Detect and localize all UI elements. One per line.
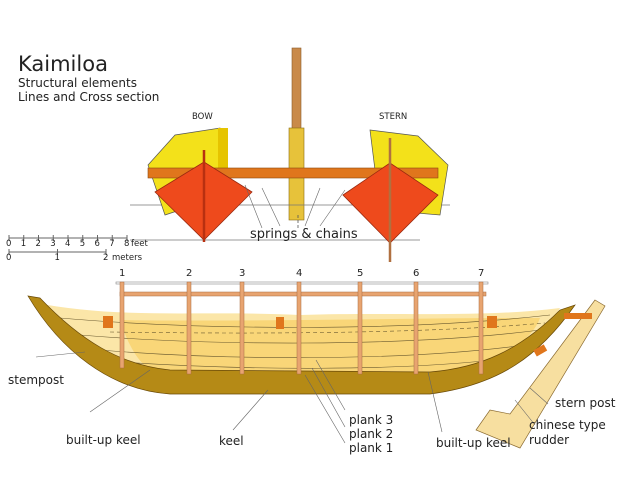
top-rail bbox=[115, 281, 489, 285]
keel bbox=[27, 295, 576, 395]
frame-4 bbox=[296, 281, 302, 375]
bow-label: BOW bbox=[192, 112, 213, 122]
rudder bbox=[475, 299, 606, 449]
cross-beam bbox=[147, 167, 439, 179]
meter-tick-label: 0 bbox=[6, 253, 12, 263]
bow-block bbox=[103, 316, 113, 328]
frame-number: 7 bbox=[478, 268, 485, 279]
mid-block bbox=[276, 317, 284, 329]
label-rudder-line2: rudder bbox=[529, 433, 570, 447]
frame-6 bbox=[413, 281, 419, 375]
frame-5 bbox=[357, 281, 363, 375]
frame-number: 3 bbox=[239, 268, 246, 279]
label-plank-2: plank 2 bbox=[349, 427, 394, 441]
feet-tick-label: 5 bbox=[79, 239, 86, 249]
subtitle-structural: Structural elements bbox=[18, 76, 137, 90]
subtitle-lines: Lines and Cross section bbox=[18, 90, 160, 104]
bow-bulwark bbox=[218, 128, 228, 188]
feet-tick-label: 0 bbox=[6, 239, 12, 249]
feet-tick-label: 7 bbox=[109, 239, 115, 249]
upper-stringer bbox=[119, 291, 487, 297]
feet-tick-label: 2 bbox=[35, 239, 41, 249]
label-rudder-line1: chinese type bbox=[529, 418, 606, 432]
hull-lower-planking bbox=[120, 318, 540, 376]
label-keel: keel bbox=[219, 434, 244, 448]
meter-tick-label: 1 bbox=[54, 253, 60, 263]
feet-tick-label: 4 bbox=[65, 239, 71, 249]
stern-label: STERN bbox=[379, 112, 408, 122]
label-built-up-keel-fore: built-up keel bbox=[66, 433, 141, 447]
diagram-title: Kaimiloa bbox=[18, 52, 108, 76]
label-plank-3: plank 3 bbox=[349, 413, 394, 427]
frame-2 bbox=[186, 281, 192, 375]
springs-chains-label: springs & chains bbox=[250, 227, 358, 242]
frame-number: 5 bbox=[357, 268, 364, 279]
label-built-up-keel-aft: built-up keel bbox=[436, 436, 511, 450]
frame-number: 2 bbox=[186, 268, 193, 279]
meter-tick-label: 2 bbox=[103, 253, 109, 263]
label-stern-post: stern post bbox=[555, 396, 616, 410]
meter-unit: meters bbox=[112, 253, 142, 263]
leader-lines bbox=[35, 351, 549, 444]
feet-tick-label: 3 bbox=[50, 239, 56, 249]
frame-1 bbox=[119, 281, 125, 369]
frame-number: 1 bbox=[119, 268, 126, 279]
feet-tick-label: 1 bbox=[20, 239, 27, 249]
tiller bbox=[564, 313, 592, 319]
feet-unit: feet bbox=[131, 239, 148, 249]
feet-tick-label: 6 bbox=[94, 239, 100, 249]
label-plank-1: plank 1 bbox=[349, 441, 394, 455]
rudder-bracket bbox=[533, 344, 548, 357]
feet-tick-label: 8 bbox=[124, 239, 130, 249]
frame-7 bbox=[478, 281, 484, 375]
frame-number: 6 bbox=[413, 268, 420, 279]
frame-3 bbox=[239, 281, 245, 375]
label-stempost: stempost bbox=[8, 373, 64, 387]
spring-lines bbox=[244, 184, 346, 229]
frame-number: 4 bbox=[296, 268, 303, 279]
stern-block bbox=[487, 316, 497, 328]
